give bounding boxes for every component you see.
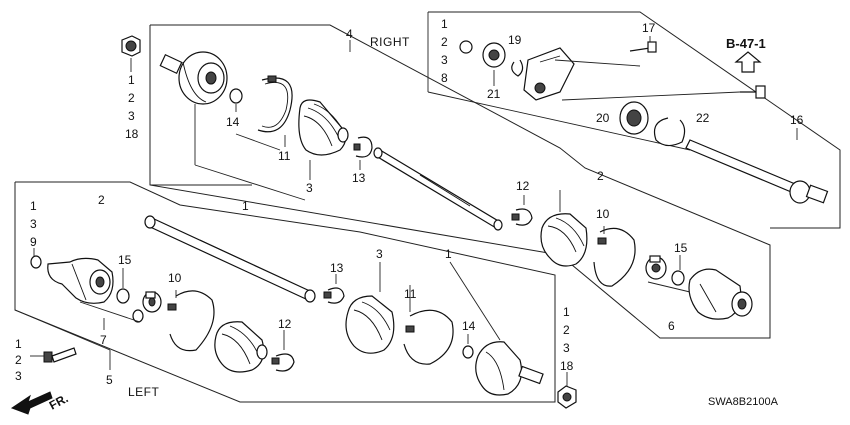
callout: 3 <box>306 181 313 195</box>
right-snap-ring-22 <box>653 117 686 147</box>
ref-arrow-b-47-1 <box>734 51 762 73</box>
right-bearing-support <box>459 40 741 101</box>
left-bolt-small <box>30 347 77 363</box>
callout: 20 <box>596 111 610 125</box>
callout: 3 <box>441 53 448 67</box>
left-lock-nut <box>557 372 577 409</box>
callout: 19 <box>508 33 522 47</box>
right-half-shaft-16 <box>685 128 829 204</box>
callout: 18 <box>560 359 574 373</box>
callout: 10 <box>596 207 610 221</box>
callout: 1 <box>15 337 22 351</box>
callout: 17 <box>642 21 656 35</box>
left-outer-joint <box>449 261 544 396</box>
right-inner-boot <box>540 190 588 267</box>
callout: 3 <box>376 247 383 261</box>
callout: 3 <box>563 341 570 355</box>
callout: 21 <box>487 87 501 101</box>
callout: 2 <box>441 35 448 49</box>
callout: 3 <box>15 369 22 383</box>
left-outer-boot <box>345 262 395 354</box>
right-bearing-20 <box>619 101 649 135</box>
callout: 2 <box>563 323 570 337</box>
callout: 15 <box>674 241 688 255</box>
right-snap-ring-14 <box>229 88 281 151</box>
right-small-band-13 <box>353 136 373 170</box>
diagram-code: SWA8B2100A <box>708 396 779 408</box>
callout: 18 <box>125 127 139 141</box>
right-label: RIGHT <box>370 35 410 49</box>
right-band-10 <box>593 226 636 287</box>
callout: 13 <box>330 261 344 275</box>
left-band-10 <box>167 290 215 352</box>
callout: 12 <box>516 179 530 193</box>
right-shaft-4 <box>349 40 503 231</box>
callout: 4 <box>346 27 353 41</box>
left-inner-boot <box>214 321 268 373</box>
callout: 12 <box>278 317 292 331</box>
right-clamp-12 <box>511 195 533 226</box>
callout-numbers: 1 2 3 18 4 14 11 3 13 1 1 2 3 8 17 19 21… <box>15 17 804 387</box>
callout: 2 <box>15 353 22 367</box>
right-assembly-frame <box>149 11 841 339</box>
left-ring-15 <box>116 268 130 304</box>
front-direction-arrow <box>10 391 53 415</box>
callout: 8 <box>441 71 448 85</box>
callout: 15 <box>118 253 132 267</box>
right-boot-band-11 <box>257 75 293 147</box>
callout: 13 <box>352 171 366 185</box>
callout: 1 <box>128 73 135 87</box>
ref-code-b-47-1: B-47-1 <box>726 36 766 51</box>
left-ring-14 <box>462 334 474 359</box>
right-lock-nut <box>121 35 141 72</box>
callout: 6 <box>668 319 675 333</box>
callout: 22 <box>696 111 710 125</box>
left-spider <box>79 291 162 330</box>
callout: 1 <box>563 305 570 319</box>
callout: 14 <box>226 115 240 129</box>
labels: RIGHT LEFT B-47-1 FR. SWA8B2100A <box>47 35 779 413</box>
left-clamp-12 <box>271 330 295 372</box>
callout: 16 <box>790 113 804 127</box>
left-label: LEFT <box>128 385 160 399</box>
right-bolt-17 <box>629 36 657 53</box>
callout: 14 <box>462 319 476 333</box>
right-outer-joint <box>159 51 306 201</box>
callout: 3 <box>30 217 37 231</box>
left-shaft-5 <box>109 215 316 370</box>
right-outer-boot-3 <box>298 99 349 180</box>
callout: 10 <box>168 271 182 285</box>
left-inner-joint <box>47 257 114 304</box>
callout: 11 <box>404 287 417 301</box>
callout: 1 <box>445 247 452 261</box>
left-assembly-frame <box>14 181 556 403</box>
callout: 2 <box>98 193 105 207</box>
right-bolt-lower <box>740 85 766 99</box>
callout: 5 <box>106 373 113 387</box>
callout: 7 <box>100 333 107 347</box>
callout: 2 <box>128 91 135 105</box>
callout: 11 <box>278 149 291 163</box>
right-spider-and-ring <box>645 255 691 293</box>
callout: 1 <box>30 199 37 213</box>
callout: 2 <box>597 169 604 183</box>
left-band-11 <box>403 285 454 365</box>
left-clamp-13 <box>323 274 345 304</box>
callout: 1 <box>441 17 448 31</box>
callout: 1 <box>242 199 249 213</box>
callout: 9 <box>30 235 37 249</box>
right-inner-joint <box>688 268 753 320</box>
left-snap-ring-9 <box>30 248 42 269</box>
callout: 3 <box>128 109 135 123</box>
